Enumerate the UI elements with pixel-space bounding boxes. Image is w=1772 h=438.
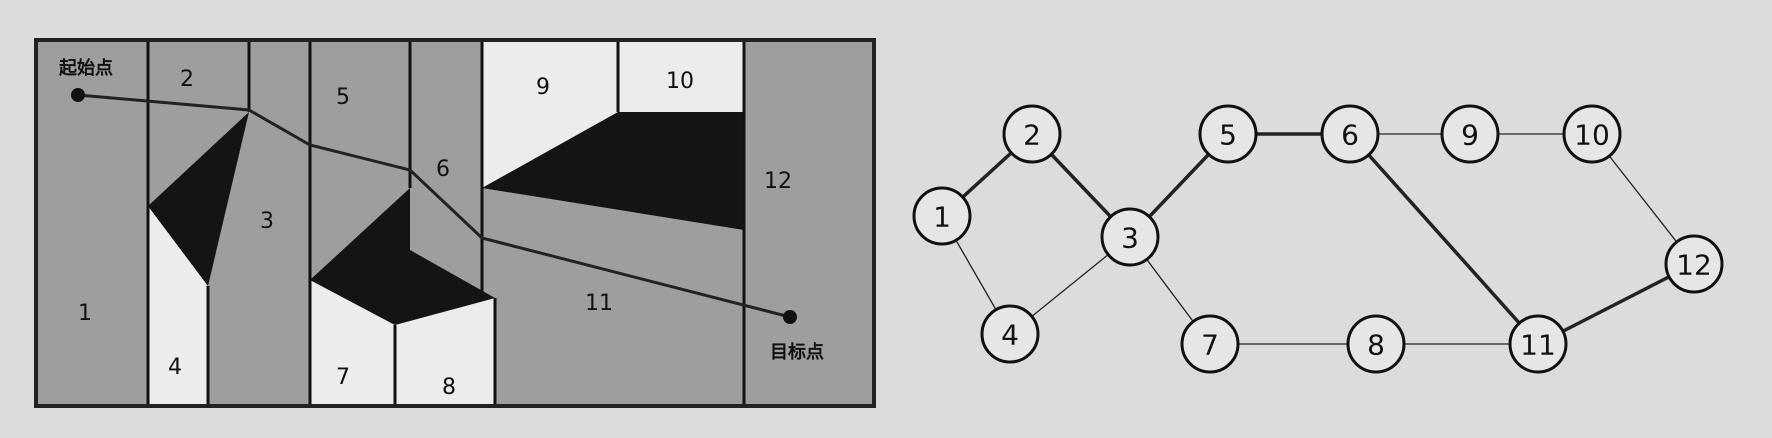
goal-point (783, 310, 797, 324)
start-point (71, 88, 85, 102)
graph-node-circle (1440, 104, 1500, 164)
graph-node-circle (1508, 314, 1568, 374)
region-label: 5 (336, 85, 350, 110)
region-label: 7 (336, 365, 350, 390)
edge-layer (940, 132, 1695, 346)
cell-10-fill (618, 42, 744, 112)
obstacle-1 (148, 112, 249, 286)
graph-node-5: 5 (1198, 104, 1258, 164)
graph-node-label: 2 (1023, 119, 1041, 152)
graph-node-9: 9 (1440, 104, 1500, 164)
graph-node-label: 6 (1341, 119, 1359, 152)
graph-node-12: 12 (1664, 234, 1724, 294)
graph-node-3: 3 (1100, 207, 1160, 267)
cell-9-fill (482, 42, 618, 188)
graph-node-label: 11 (1520, 329, 1556, 362)
graph-node-label: 8 (1367, 329, 1385, 362)
cell-8-fill (395, 298, 495, 404)
region-label: 8 (442, 375, 456, 400)
graph-node-circle (1320, 104, 1380, 164)
region-label: 3 (260, 209, 274, 234)
graph-node-8: 8 (1346, 314, 1406, 374)
region-label: 10 (666, 69, 694, 94)
goal-label: 目标点 (770, 341, 824, 363)
graph-node-circle (1002, 104, 1062, 164)
graph-node-10: 10 (1562, 104, 1622, 164)
start-label: 起始点 (58, 57, 113, 79)
graph-node-label: 12 (1676, 249, 1712, 282)
region-label: 6 (436, 157, 450, 182)
graph-node-circle (1562, 104, 1622, 164)
region-label: 12 (764, 169, 792, 194)
graph-node-circle (1198, 104, 1258, 164)
graph-node-7: 7 (1180, 314, 1240, 374)
cell-boundaries (146, 40, 746, 406)
obstacle-3 (482, 112, 744, 230)
region-map: 起始点 目标点 1 2 3 4 5 6 7 8 9 10 11 12 (34, 38, 876, 408)
graph-node-circle (1664, 234, 1724, 294)
graph-node-1: 1 (912, 186, 972, 246)
graph-node-label: 4 (1001, 319, 1019, 352)
graph-node-label: 10 (1574, 119, 1610, 152)
path-line (77, 93, 791, 319)
region-label: 2 (180, 67, 194, 92)
graph-node-circle (980, 304, 1040, 364)
cell-7-fill (310, 280, 395, 404)
obstacle-2 (310, 188, 495, 325)
region-label: 1 (78, 301, 92, 326)
graph-node-label: 3 (1121, 222, 1139, 255)
graph-node-6: 6 (1320, 104, 1380, 164)
graph-node-circle (1100, 207, 1160, 267)
graph-node-11: 11 (1508, 314, 1568, 374)
graph-node-circle (1180, 314, 1240, 374)
graph-node-4: 4 (980, 304, 1040, 364)
region-label: 9 (536, 75, 550, 100)
map-frame (34, 38, 876, 408)
graph-edge-6-11 (1348, 132, 1540, 346)
graph-node-label: 9 (1461, 119, 1479, 152)
graph-node-label: 7 (1201, 329, 1219, 362)
region-label: 11 (585, 291, 613, 316)
graph-node-2: 2 (1002, 104, 1062, 164)
cell-4-fill (148, 206, 208, 404)
graph-node-label: 1 (933, 201, 951, 234)
graph-node-label: 5 (1219, 119, 1237, 152)
graph-node-circle (1346, 314, 1406, 374)
region-label: 4 (168, 355, 182, 380)
graph-node-circle (912, 186, 972, 246)
